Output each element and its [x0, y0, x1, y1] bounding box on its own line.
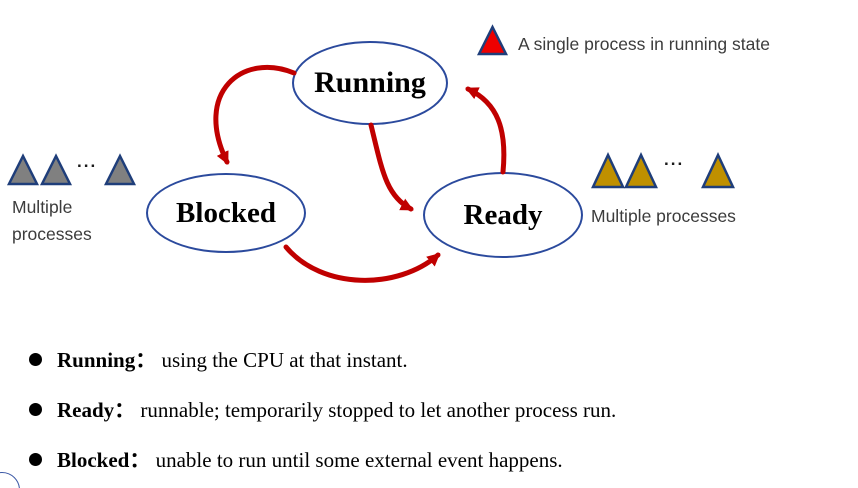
state-node-ready: Ready	[423, 172, 583, 258]
definition-ready: Ready： runnable; temporarily stopped to …	[57, 394, 616, 424]
arrow-blocked-to-ready	[283, 244, 441, 283]
arrow-ready-to-running	[465, 86, 507, 175]
ellipsis-left: ...	[77, 152, 98, 171]
bullet-icon	[29, 402, 42, 416]
list-item: Blocked： unable to run until some extern…	[29, 444, 829, 474]
ready-process-triangle-icon	[591, 152, 625, 189]
definition-running-term: Running：	[57, 348, 157, 372]
state-node-running: Running	[292, 41, 448, 125]
definition-ready-desc: runnable; temporarily stopped to let ano…	[135, 398, 617, 422]
blocked-process-triangle-icon	[6, 153, 40, 186]
blocked-process-triangle-icon	[103, 153, 137, 186]
ready-process-triangle-icon	[624, 152, 658, 189]
definition-running-desc: using the CPU at that instant.	[156, 348, 408, 372]
definition-running: Running： using the CPU at that instant.	[57, 344, 408, 374]
arrow-running-to-blocked	[213, 64, 297, 165]
corner-decoration-arc	[0, 472, 20, 488]
legend-running-process-triangle-icon	[476, 24, 509, 56]
state-definitions-list: Running： using the CPU at that instant. …	[29, 344, 829, 488]
list-item: Running： using the CPU at that instant.	[29, 344, 829, 374]
definition-blocked-desc: unable to run until some external event …	[150, 448, 563, 472]
definition-ready-term: Ready：	[57, 398, 136, 422]
state-node-running-label: Running	[314, 66, 426, 99]
state-node-blocked-label: Blocked	[176, 196, 276, 229]
bullet-icon	[29, 452, 42, 466]
multiple-processes-label-right: Multiple processes	[591, 206, 736, 226]
ellipsis-right: ...	[664, 150, 685, 169]
ready-process-triangle-icon	[701, 152, 735, 189]
definition-blocked-term: Blocked：	[57, 448, 151, 472]
state-node-ready-label: Ready	[463, 198, 543, 231]
bullet-icon	[29, 352, 42, 366]
blocked-process-triangle-icon	[39, 153, 73, 186]
state-node-blocked: Blocked	[146, 173, 306, 253]
definition-blocked: Blocked： unable to run until some extern…	[57, 444, 563, 474]
arrow-running-to-ready	[368, 122, 414, 212]
list-item: Ready： runnable; temporarily stopped to …	[29, 394, 829, 424]
legend-label: A single process in running state	[518, 34, 770, 54]
multiple-processes-label-left: Multiple processes	[12, 194, 92, 248]
multiple-processes-label-left-line1: Multiple	[12, 197, 73, 217]
multiple-processes-label-left-line2: processes	[12, 224, 92, 244]
